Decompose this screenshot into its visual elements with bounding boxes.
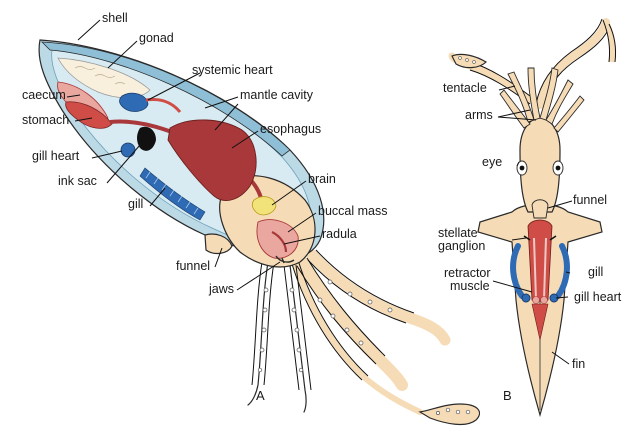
label-funnel-a: funnel bbox=[176, 259, 210, 273]
eyes-b bbox=[516, 160, 564, 176]
label-tentacle: tentacle bbox=[443, 81, 487, 95]
panel-label-b: B bbox=[503, 388, 512, 403]
label-radula: radula bbox=[322, 227, 357, 241]
mantle-opening-b bbox=[527, 219, 553, 301]
labels-a: shell gonad systemic heart caecum mantle… bbox=[22, 11, 387, 403]
organ-beads-b bbox=[532, 296, 548, 304]
stellate-ganglion-b bbox=[523, 235, 557, 241]
gill-left-b bbox=[510, 243, 525, 299]
gill-a bbox=[139, 167, 206, 221]
labels-b: tentacle arms eye funnel stellate gangli… bbox=[438, 81, 622, 403]
label-gonad: gonad bbox=[139, 31, 174, 45]
label-shell: shell bbox=[102, 11, 128, 25]
label-brain: brain bbox=[308, 172, 336, 186]
radula bbox=[271, 231, 288, 253]
buccal-mass bbox=[256, 219, 299, 259]
label-fin: fin bbox=[572, 357, 585, 371]
figure-b-squid-ventral: tentacle arms eye funnel stellate gangli… bbox=[438, 18, 622, 418]
retractor-muscles bbox=[533, 237, 547, 301]
label-mantle-cavity: mantle cavity bbox=[240, 88, 314, 102]
label-systemic-heart: systemic heart bbox=[192, 63, 273, 77]
label-arms: arms bbox=[465, 108, 493, 122]
label-funnel-b: funnel bbox=[573, 193, 607, 207]
leader-lines-a bbox=[66, 19, 321, 291]
jaws bbox=[275, 255, 295, 264]
label-stomach: stomach bbox=[22, 113, 69, 127]
label-stellate-ganglion-1: stellate bbox=[438, 226, 478, 240]
funnel-a bbox=[204, 233, 233, 255]
systemic-heart bbox=[119, 92, 149, 112]
label-gill-a: gill bbox=[128, 197, 143, 211]
gill-heart-a bbox=[120, 142, 136, 158]
tentacles-b bbox=[448, 18, 616, 109]
label-buccal-mass: buccal mass bbox=[318, 204, 387, 218]
label-gill-heart-b: gill heart bbox=[574, 290, 622, 304]
brain bbox=[251, 196, 277, 216]
ink-sac bbox=[137, 126, 156, 151]
label-stellate-ganglion-2: ganglion bbox=[438, 239, 485, 253]
label-ink-sac: ink sac bbox=[58, 174, 97, 188]
gill-heart-left-b bbox=[521, 293, 531, 303]
label-gill-b: gill bbox=[588, 265, 603, 279]
leader-lines-b bbox=[492, 85, 573, 365]
stomach bbox=[65, 101, 113, 129]
label-gill-heart-a: gill heart bbox=[32, 149, 80, 163]
arms-b bbox=[499, 67, 585, 133]
funnel-b bbox=[531, 199, 549, 219]
label-eye: eye bbox=[482, 155, 502, 169]
label-caecum: caecum bbox=[22, 88, 66, 102]
panel-label-a: A bbox=[256, 388, 265, 403]
label-retractor-muscle-2: muscle bbox=[450, 279, 490, 293]
label-jaws: jaws bbox=[208, 282, 234, 296]
figure-a-squid-lateral: shell gonad systemic heart caecum mantle… bbox=[22, 11, 481, 426]
label-esophagus: esophagus bbox=[260, 122, 321, 136]
label-retractor-muscle-1: retractor bbox=[444, 266, 491, 280]
